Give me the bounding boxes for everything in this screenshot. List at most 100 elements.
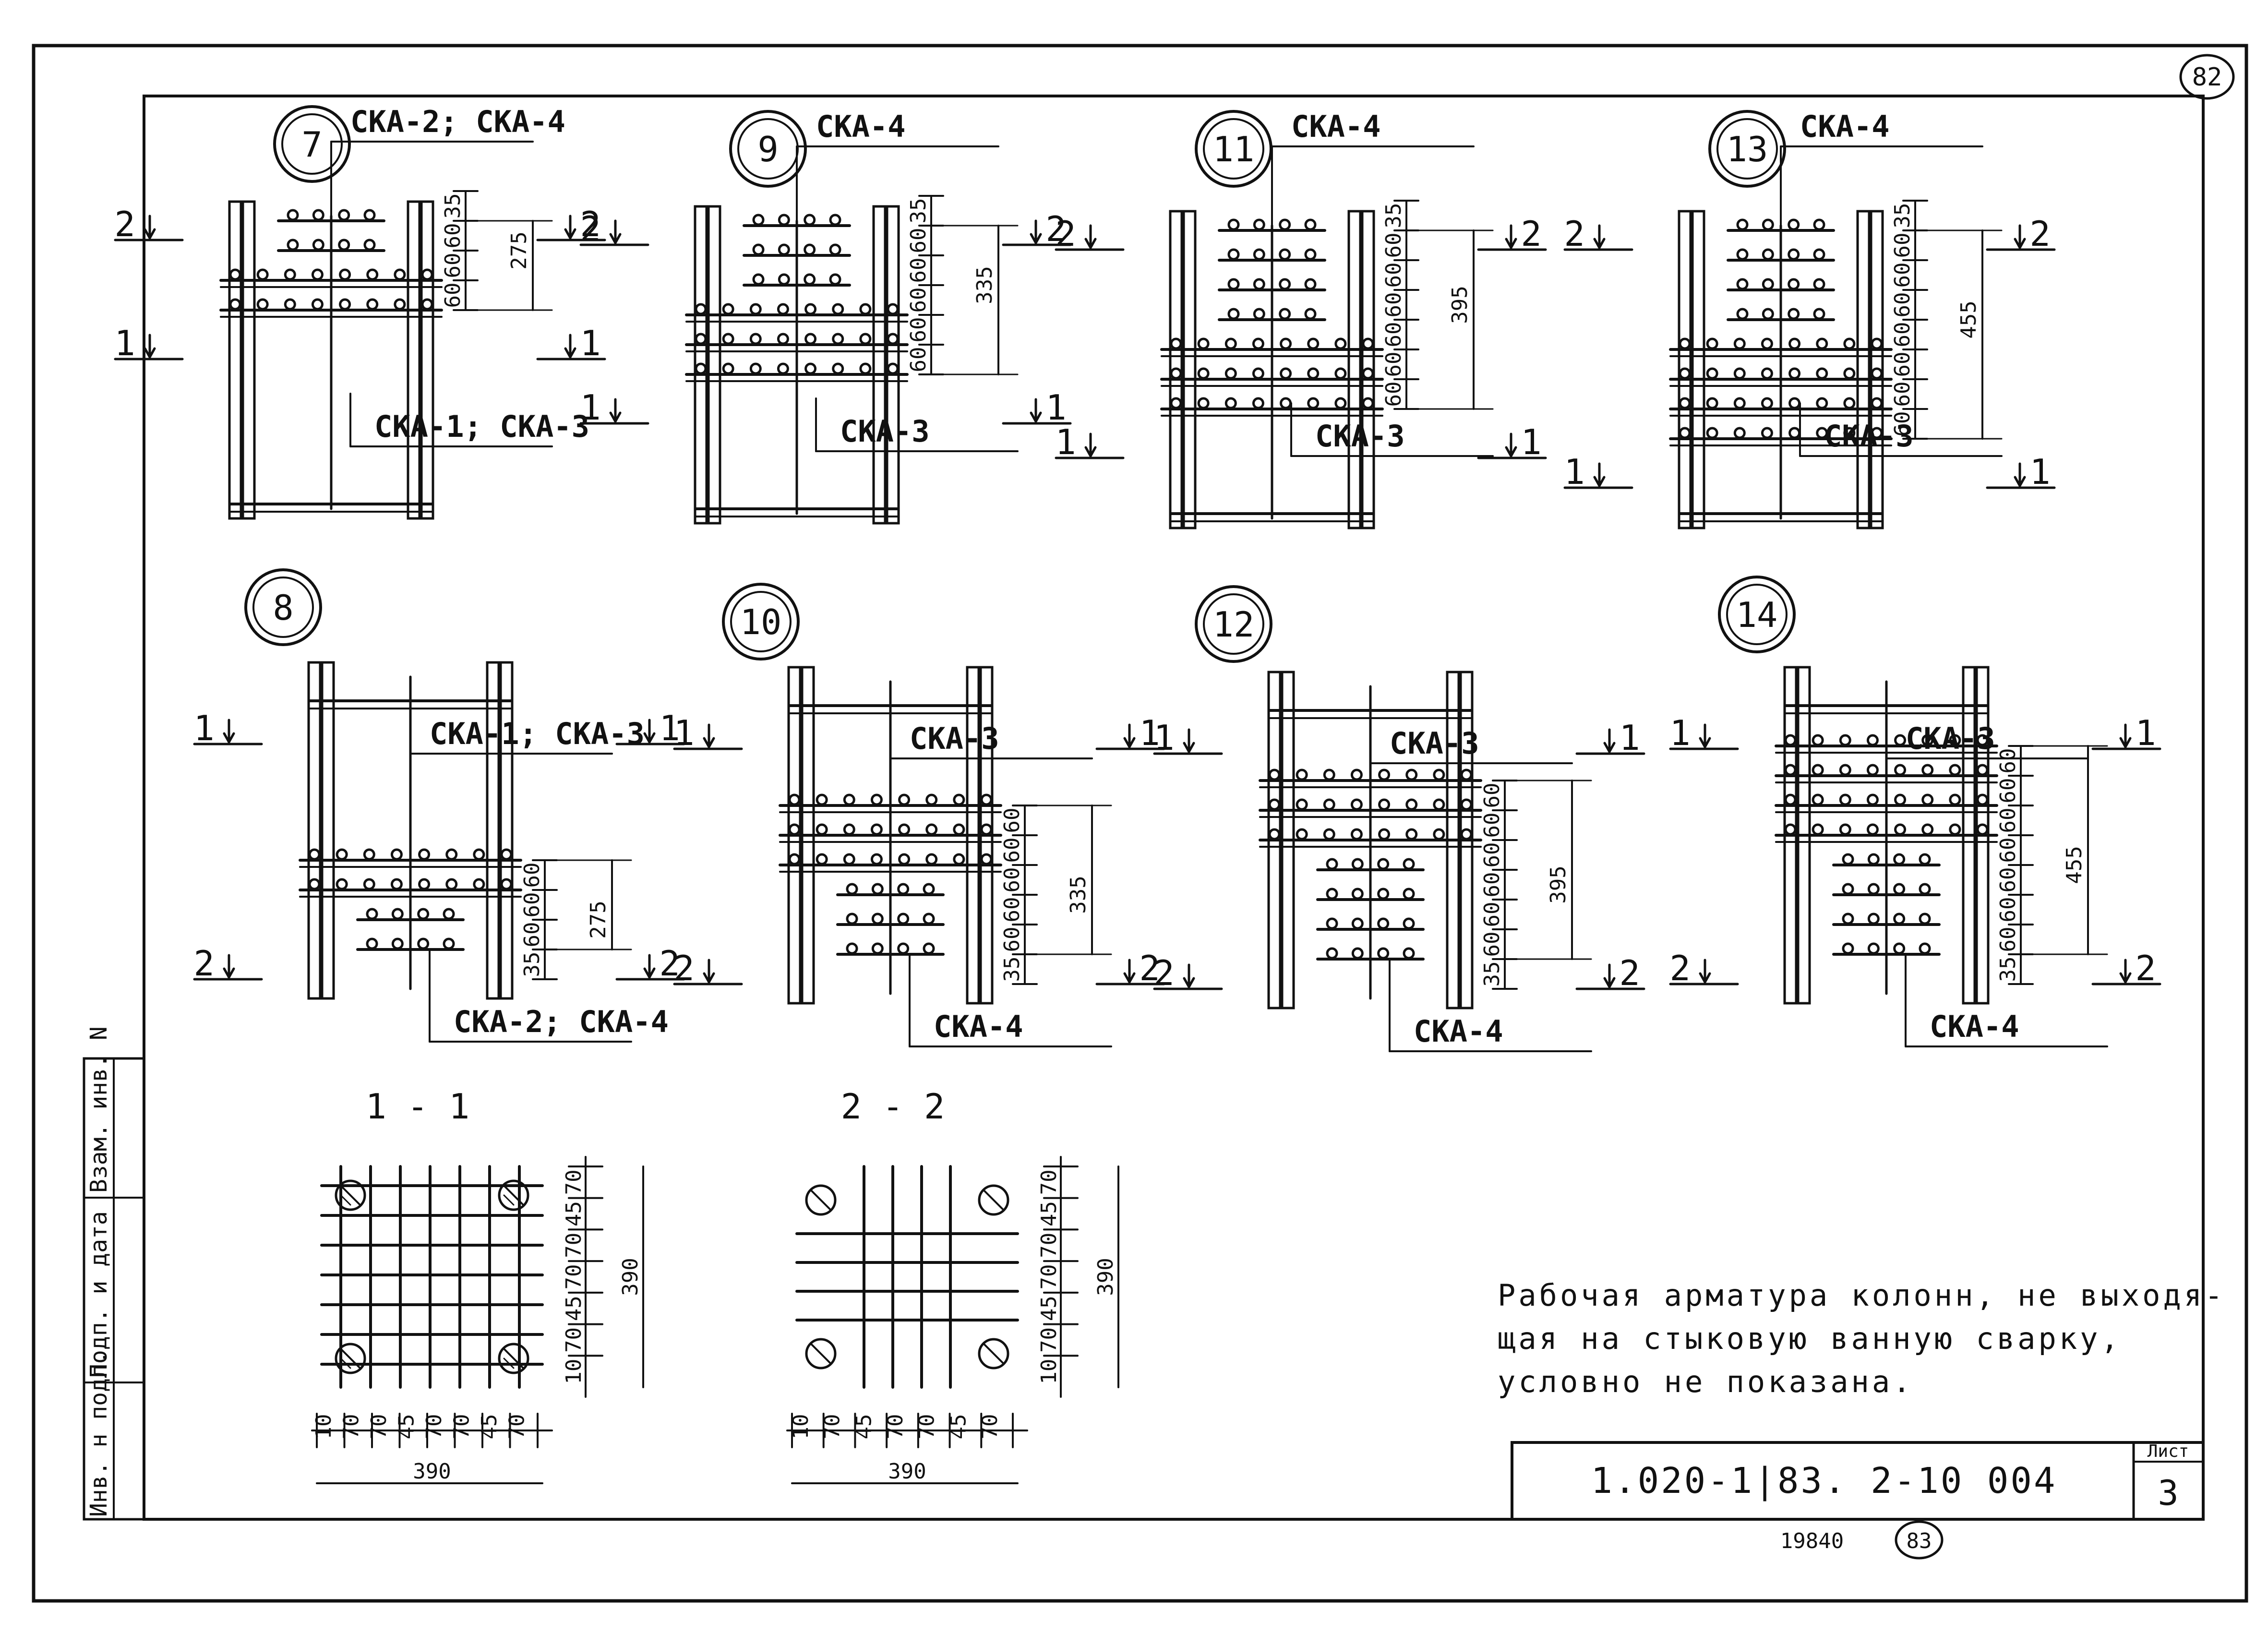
node-id-badge: 7 (273, 105, 351, 183)
mesh-rod-section (339, 298, 351, 311)
mesh-rod-section (312, 209, 324, 221)
cut-mark-right-upper: 1 (1095, 713, 1165, 753)
mesh-rod-section (1762, 278, 1774, 290)
mesh-rod-section (1253, 308, 1265, 320)
mesh-rod-section (1736, 248, 1749, 261)
mesh-rod-section (363, 878, 375, 890)
mesh-rod-section (1433, 769, 1445, 781)
mesh-rod-section (366, 298, 379, 311)
mesh-rod-section (363, 209, 376, 221)
mesh-rod-section (829, 273, 841, 286)
mesh-rod-section (1871, 337, 1883, 350)
mesh-rod-section (1377, 947, 1390, 960)
mesh-rod-section (1784, 764, 1797, 776)
total-dimension: 390 (1093, 1258, 1118, 1296)
column-rebar (241, 200, 256, 520)
mesh-rod-section (1296, 798, 1308, 811)
cut-mark-left-lower: 2 (1669, 948, 1739, 988)
column-rebar (407, 200, 421, 520)
column-rebar-section (978, 1184, 1009, 1216)
mesh-rod-section (1433, 828, 1445, 841)
cut-mark-right-lower: 1 (1986, 452, 2056, 492)
mesh-rod-section (1842, 942, 1854, 955)
note-line-3: условно не показана. (1498, 1364, 1914, 1399)
mesh-rod-section (1378, 769, 1391, 781)
corner-rebar (498, 1179, 529, 1211)
node-id-outer-circle (729, 110, 807, 188)
mesh-rod-section (1706, 427, 1718, 439)
mesh-label-top: СКА-1; СКА-3 (430, 716, 645, 751)
mesh-rod-section (749, 303, 762, 315)
dimension-value: 60 (1996, 808, 2020, 833)
stamp-label-inventory: Инв. н подл. (85, 1350, 112, 1517)
mesh-rod-section (1323, 769, 1335, 781)
cut-arrow-head (1123, 737, 1136, 750)
mesh-rod-section (870, 853, 883, 865)
cut-number: 2 (1521, 214, 1541, 254)
mesh-rod-section (923, 913, 935, 925)
mesh-rod-section (287, 239, 299, 251)
mesh-rod-section (1761, 367, 1773, 380)
mesh-rod-section (1304, 218, 1317, 231)
mesh-rod-section (925, 853, 938, 865)
title-block: 1.020-1|83. 2-10 004 Лист 3 (1511, 1441, 2205, 1521)
mesh-rod-section (1268, 828, 1281, 841)
dimension-value: 60 (1890, 411, 1915, 437)
bottom-page-number: 83 (1907, 1529, 1932, 1553)
mesh-rod-section (843, 823, 855, 836)
dimension-value: 60 (906, 317, 931, 343)
mesh-rod-section (1788, 367, 1801, 380)
dimension-value: 70 (562, 1233, 586, 1258)
mesh-rod-section (445, 848, 458, 861)
section-title: 2 - 2 (841, 1086, 945, 1127)
mesh-rod-section (363, 848, 375, 861)
cut-arrow-head (703, 737, 715, 750)
mesh-rod-section (871, 942, 884, 955)
mesh-rod-section (1788, 218, 1800, 231)
node-id-inner-circle (1716, 118, 1778, 180)
node-id-outer-circle (1718, 576, 1796, 653)
mesh-rod-section (777, 333, 789, 345)
mesh-rod-section (1197, 397, 1210, 409)
mesh-rod-section (312, 239, 324, 251)
total-dimension: 335 (1066, 876, 1091, 913)
stamp-label-signature: Подп. и дата (85, 1211, 112, 1378)
column-rebar (1870, 210, 1884, 529)
mesh-rod-section (1706, 367, 1718, 380)
mesh-rod-section (752, 273, 765, 286)
column-rebar (872, 205, 887, 525)
cut-mark-right-lower: 2 (1095, 948, 1165, 988)
mesh-rod-section (1307, 367, 1320, 380)
mesh-rod-section (1762, 308, 1774, 320)
mesh-rod-section (1334, 337, 1347, 350)
total-dimension: 335 (972, 266, 997, 304)
mesh-rod-section (1403, 858, 1415, 870)
mesh-rod-section (1350, 828, 1363, 841)
mesh-rod-section (1706, 337, 1718, 350)
cut-arrow-head (1084, 446, 1097, 459)
mesh-rod-section (1839, 823, 1851, 836)
dimension-value: 60 (1890, 233, 1915, 258)
mesh-rod-section (366, 908, 378, 920)
cut-number: 1 (1669, 713, 1690, 753)
mesh-rod-section (1949, 764, 1961, 776)
mesh-rod-section (1788, 248, 1800, 261)
mesh-rod-section (829, 214, 841, 226)
mesh-rod-section (925, 793, 938, 806)
cut-arrow-head (223, 732, 235, 745)
mesh-rod-section (284, 298, 296, 311)
node-id-outer-circle (244, 568, 322, 646)
cut-arrow-head (1603, 977, 1616, 990)
cut-number: 2 (1669, 948, 1690, 988)
mesh-rod-section (391, 937, 404, 950)
dimension-value: 60 (1381, 263, 1406, 288)
mesh-rod-section (391, 908, 404, 920)
dimension-value: 35 (441, 193, 465, 219)
mesh-rod-section (859, 333, 872, 345)
